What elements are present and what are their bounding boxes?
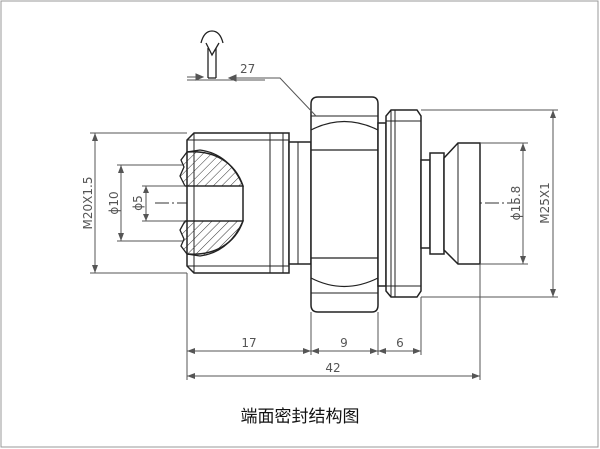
- dim-27: 27: [240, 62, 255, 76]
- dim-phi10: ϕ10: [107, 191, 121, 214]
- roughness-symbol: [200, 30, 224, 79]
- dim-42: 42: [325, 361, 340, 375]
- figure-caption: 端面密封结构图: [240, 407, 360, 427]
- dim-phi15-8: ϕ15.8: [509, 186, 523, 221]
- sealing-head: [443, 142, 481, 265]
- hex-step: [377, 122, 387, 287]
- left-dim-lines: [90, 132, 187, 274]
- neck: [288, 141, 312, 265]
- dim-6: 6: [396, 336, 404, 350]
- dim-phi5: ϕ5: [131, 195, 145, 211]
- right-flange: [385, 109, 422, 298]
- section-cutaway: [179, 149, 244, 257]
- leader-27: [187, 73, 317, 117]
- hex-nut: [310, 96, 379, 313]
- dim-9: 9: [340, 336, 348, 350]
- collar: [420, 152, 445, 255]
- dim-m25x1: M25X1: [538, 182, 552, 223]
- right-dim-lines: [421, 109, 558, 298]
- bottom-dim-lines: [186, 264, 481, 380]
- dim-m20x15: M20X1.5: [81, 177, 95, 230]
- dim-17: 17: [241, 336, 256, 350]
